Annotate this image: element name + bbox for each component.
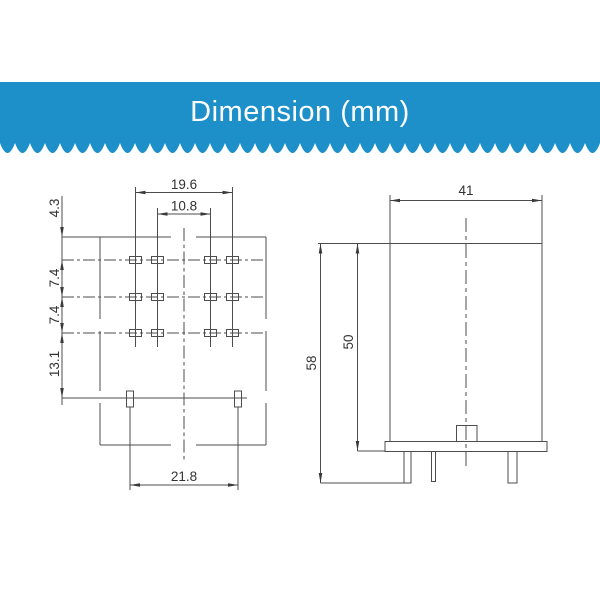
arrowhead bbox=[228, 483, 238, 487]
dim-top-to-first-row-label: 4.3 bbox=[47, 199, 62, 218]
arrowhead bbox=[390, 198, 400, 203]
pin bbox=[204, 256, 217, 264]
arrowhead bbox=[60, 260, 64, 270]
dim-row-pitch-1-label: 7.4 bbox=[47, 268, 62, 287]
dim-third-row-to-mount-label: 13.1 bbox=[47, 351, 62, 377]
pin bbox=[129, 329, 142, 337]
dim-pin-span-outer-label: 19.6 bbox=[171, 177, 197, 192]
pin bbox=[151, 293, 164, 301]
arrowhead bbox=[60, 388, 64, 398]
pin bbox=[226, 293, 239, 301]
pin bbox=[226, 329, 239, 337]
arrowhead bbox=[60, 333, 64, 343]
arrowhead bbox=[60, 287, 64, 297]
dim-body-height-label: 50 bbox=[341, 334, 356, 349]
pin bbox=[151, 329, 164, 337]
arrowhead bbox=[135, 190, 146, 195]
arrowhead bbox=[60, 227, 64, 237]
arrowhead bbox=[60, 323, 64, 333]
arrowhead bbox=[355, 243, 360, 254]
arrowhead bbox=[200, 212, 211, 216]
banner-title: Dimension (mm) bbox=[190, 96, 410, 128]
mounting-pin bbox=[126, 390, 134, 408]
pin bbox=[226, 256, 239, 264]
arrowhead bbox=[157, 212, 168, 216]
arrowhead bbox=[532, 198, 542, 203]
pin bbox=[129, 256, 142, 264]
arrowhead bbox=[130, 483, 140, 487]
pin bbox=[204, 329, 217, 337]
terminal-pin bbox=[507, 451, 518, 484]
header-banner: Dimension (mm) bbox=[0, 82, 600, 143]
terminal-pin bbox=[403, 451, 412, 484]
arrowhead bbox=[318, 473, 323, 483]
pin bbox=[204, 293, 217, 301]
dim-body-width-label: 41 bbox=[458, 183, 473, 198]
pin bbox=[129, 293, 142, 301]
arrowhead bbox=[318, 243, 323, 254]
pin bbox=[151, 256, 164, 264]
terminal-pin bbox=[431, 451, 436, 482]
arrowhead bbox=[355, 441, 360, 451]
side-view: 41 58 50 bbox=[304, 183, 548, 484]
dim-mount-pin-span-label: 21.8 bbox=[171, 469, 197, 484]
arrowhead bbox=[222, 190, 233, 195]
arrowhead bbox=[60, 297, 64, 307]
dim-row-pitch-2-label: 7.4 bbox=[47, 305, 62, 324]
dim-pin-span-inner-label: 10.8 bbox=[171, 199, 197, 214]
relay-body-outline bbox=[389, 243, 543, 442]
bottom-view: 19.6 10.8 4.3 7.4 7.4 13.1 bbox=[47, 177, 267, 490]
mounting-pin bbox=[234, 390, 242, 408]
latch-block bbox=[456, 425, 478, 442]
dim-total-height-label: 58 bbox=[304, 355, 319, 370]
